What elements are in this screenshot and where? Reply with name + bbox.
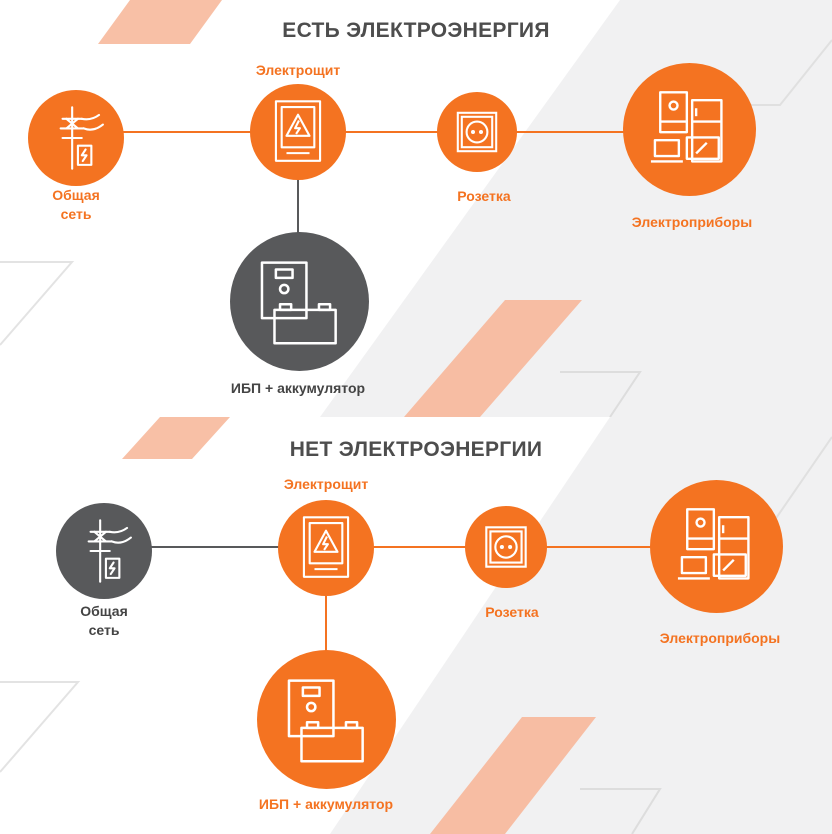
panel-box-node (278, 500, 374, 596)
electrical-panel-icon (302, 516, 350, 578)
panel-box-node (250, 84, 346, 180)
grid-node (56, 503, 152, 599)
socket-label: Розетка (485, 604, 539, 620)
appliances-label: Электроприборы (659, 630, 781, 646)
ups-node (257, 650, 396, 789)
power-line (100, 131, 690, 133)
grid-label-line1: Общая (52, 187, 100, 203)
panel-box-label: Электрощит (255, 62, 341, 78)
ups-label: ИБП + аккумулятор (230, 380, 366, 396)
grid-node (28, 90, 124, 186)
grid-label: Общая сеть (52, 186, 99, 224)
grid-label: Общая сеть (80, 602, 127, 640)
ups-battery-icon (260, 261, 337, 345)
appliances-node (623, 63, 756, 196)
panel-box-label: Электрощит (283, 476, 369, 492)
electrical-panel-icon (274, 100, 322, 162)
ups-battery-icon (287, 679, 364, 763)
power-socket-icon (456, 111, 498, 153)
ups-line (297, 160, 299, 240)
panel-heading: ЕСТЬ ЭЛЕКТРОЭНЕРГИЯ (282, 19, 550, 42)
panel-with-power: ЕСТЬ ЭЛЕКТРОЭНЕРГИЯ Общая сеть Электрощи… (0, 0, 832, 417)
panel-heading: НЕТ ЭЛЕКТРОЭНЕРГИИ (289, 438, 543, 461)
grid-line (150, 546, 326, 548)
appliances-node (650, 480, 783, 613)
socket-label: Розетка (457, 188, 511, 204)
appliances-label: Электроприборы (631, 214, 753, 230)
appliances-icon (677, 508, 750, 580)
panel-without-power: НЕТ ЭЛЕКТРОЭНЕРГИИ Общая сеть Электрощит (0, 417, 832, 834)
socket-node (437, 92, 517, 172)
ups-node (230, 232, 369, 371)
appliances-icon (650, 91, 723, 163)
ups-line (325, 593, 327, 667)
power-pole-icon (59, 106, 104, 170)
socket-node (465, 506, 547, 588)
grid-label-line1: Общая (80, 603, 128, 619)
grid-label-line2: сеть (88, 622, 120, 638)
ups-label: ИБП + аккумулятор (258, 796, 394, 812)
power-pole-icon (87, 519, 132, 583)
power-socket-icon (485, 526, 527, 568)
grid-label-line2: сеть (60, 206, 92, 222)
